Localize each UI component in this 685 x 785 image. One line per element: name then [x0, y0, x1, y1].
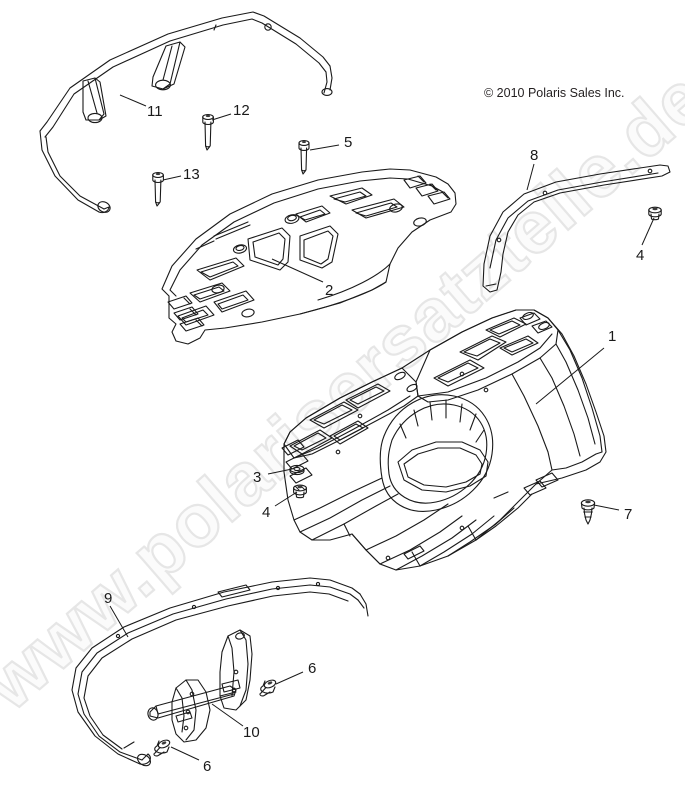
part-rear-rack-panel [161, 168, 457, 345]
leader-2 [271, 258, 324, 283]
callout-4: 4 [262, 504, 271, 521]
part-bumper-mount-bracket [147, 629, 253, 743]
callout-4-right: 4 [636, 247, 645, 264]
leader-6b [170, 746, 200, 761]
leader-10 [211, 703, 244, 727]
part-flange-bolt-6-upper [259, 679, 277, 697]
leader-11 [119, 94, 147, 107]
leader-lines [109, 94, 655, 761]
callout-11: 11 [147, 103, 163, 120]
callout-8: 8 [530, 147, 539, 164]
callout-6-lower: 6 [203, 758, 212, 775]
leader-9 [109, 605, 129, 638]
callout-10: 10 [243, 724, 260, 741]
leader-12 [211, 113, 232, 121]
leader-6 [275, 671, 304, 685]
part-push-rivet-7 [580, 499, 596, 525]
copyright-notice: © 2010 Polaris Sales Inc. [484, 86, 625, 100]
leader-8 [526, 163, 535, 191]
part-flange-nut-4-right [648, 206, 662, 221]
part-flange-nut-4-left [293, 484, 307, 499]
callout-2: 2 [325, 282, 334, 299]
leader-3 [267, 468, 293, 475]
leader-5 [309, 144, 340, 151]
part-flange-bolt-6-lower [153, 739, 171, 757]
part-rear-cab-fender [281, 309, 607, 571]
part-front-rack-bar [39, 11, 333, 214]
part-hex-flange-bolt-5 [298, 140, 310, 175]
callout-5: 5 [344, 134, 353, 151]
callout-13: 13 [183, 166, 200, 183]
callout-6: 6 [308, 660, 317, 677]
callout-12: 12 [233, 102, 250, 119]
leader-4 [274, 491, 298, 507]
leader-1 [535, 347, 605, 405]
callout-1: 1 [608, 328, 617, 345]
leader-7 [593, 504, 620, 511]
leader-13 [162, 175, 182, 181]
callout-9: 9 [104, 590, 113, 607]
callout-3: 3 [253, 469, 262, 486]
part-right-rack-rail [482, 164, 671, 293]
part-rear-bumper-bar [71, 577, 369, 767]
part-socket-cap-screw-12 [202, 113, 214, 151]
callout-7: 7 [624, 506, 633, 523]
leader-4b [641, 217, 655, 246]
